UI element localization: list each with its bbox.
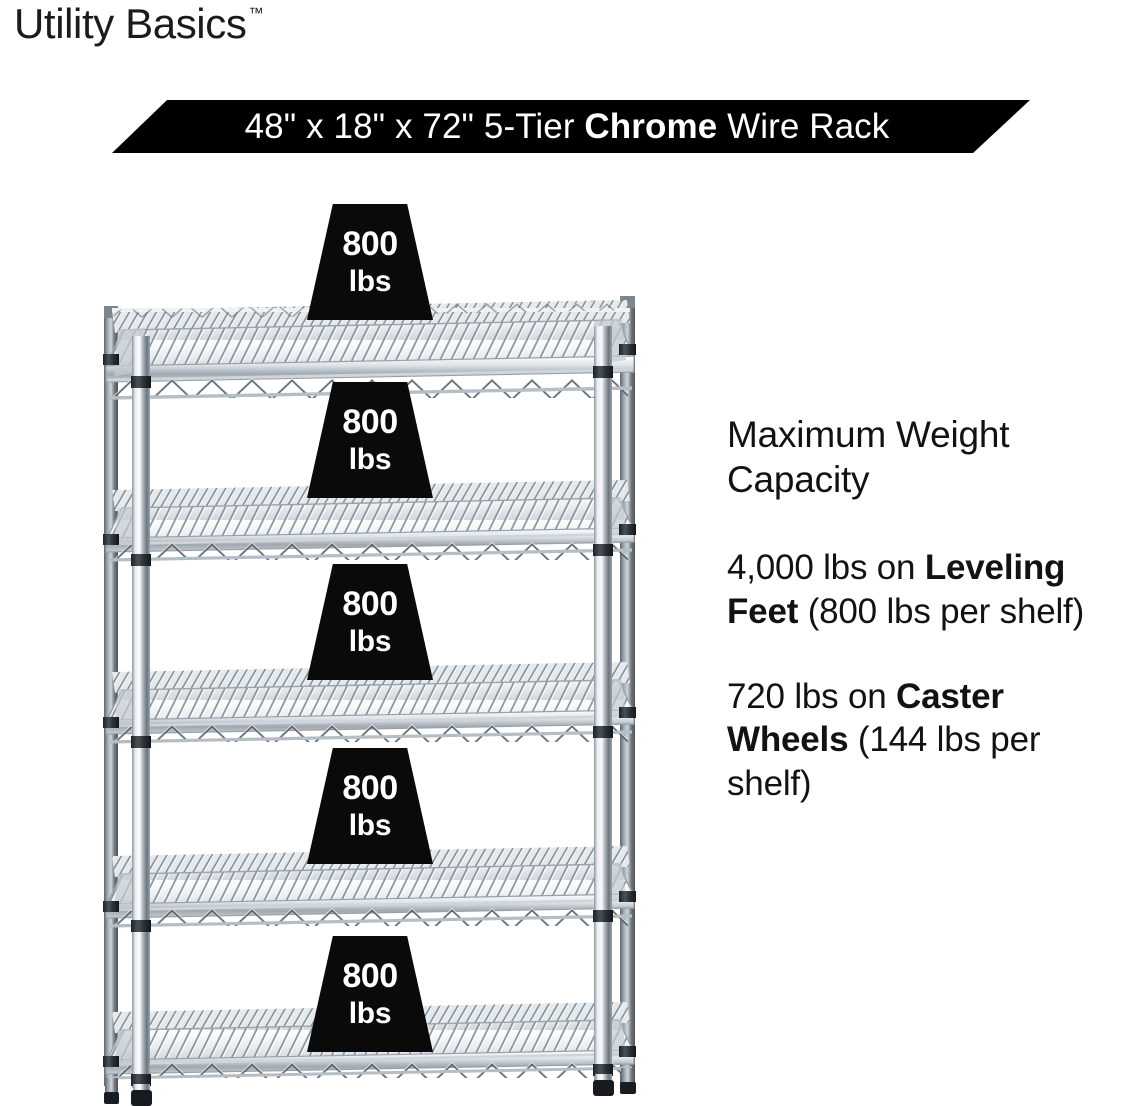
product-title-text: 48" x 18" x 72" 5-Tier Chrome Wire Rack <box>245 109 890 144</box>
caster-wheels-capacity-text: 720 lbs on Caster Wheels (144 lbs per sh… <box>727 675 1119 805</box>
weight-capacity-badge-tier-1: 800 lbs <box>307 204 433 320</box>
badge-trapezoid-shape <box>307 382 433 498</box>
capacity-heading: Maximum Weight Capacity <box>727 414 1010 501</box>
wire-rack-illustration <box>82 190 662 1106</box>
leveling-feet <box>104 1068 636 1106</box>
caster-suffix: (144 lbs per shelf) <box>727 720 1041 803</box>
leveling-emphasis: Leveling Feet <box>727 548 1066 631</box>
leveling-suffix: (800 lbs per shelf) <box>798 591 1085 631</box>
capacity-copy-block: Maximum Weight Capacity 4,000 lbs on Lev… <box>727 412 1119 805</box>
caster-emphasis: Caster Wheels <box>727 677 1004 760</box>
title-emphasis: Chrome <box>584 107 718 146</box>
badge-trapezoid-shape <box>307 564 433 680</box>
leveling-feet-capacity-text: 4,000 lbs on Leveling Feet (800 lbs per … <box>727 546 1119 633</box>
title-prefix: 48" x 18" x 72" 5-Tier <box>244 107 585 146</box>
badge-trapezoid-shape <box>307 204 433 320</box>
trademark-symbol: ™ <box>248 5 264 22</box>
weight-capacity-badge-tier-2: 800 lbs <box>307 382 433 498</box>
weight-capacity-badge-tier-4: 800 lbs <box>307 748 433 864</box>
brand-name: Utility Basics <box>14 0 247 47</box>
caster-prefix: 720 lbs on <box>727 677 897 717</box>
front-posts <box>132 326 612 1088</box>
weight-capacity-badge-tier-5: 800 lbs <box>307 936 433 1052</box>
product-title-banner: 48" x 18" x 72" 5-Tier Chrome Wire Rack <box>112 100 1030 153</box>
brand-wordmark: Utility Basics ™ <box>14 0 264 47</box>
weight-capacity-badge-tier-3: 800 lbs <box>307 564 433 680</box>
title-suffix: Wire Rack <box>717 107 890 146</box>
badge-trapezoid-shape <box>307 748 433 864</box>
post-collars <box>103 344 636 1086</box>
wire-rack-graphic <box>103 296 636 1106</box>
leveling-prefix: 4,000 lbs on <box>727 548 925 588</box>
badge-trapezoid-shape <box>307 936 433 1052</box>
